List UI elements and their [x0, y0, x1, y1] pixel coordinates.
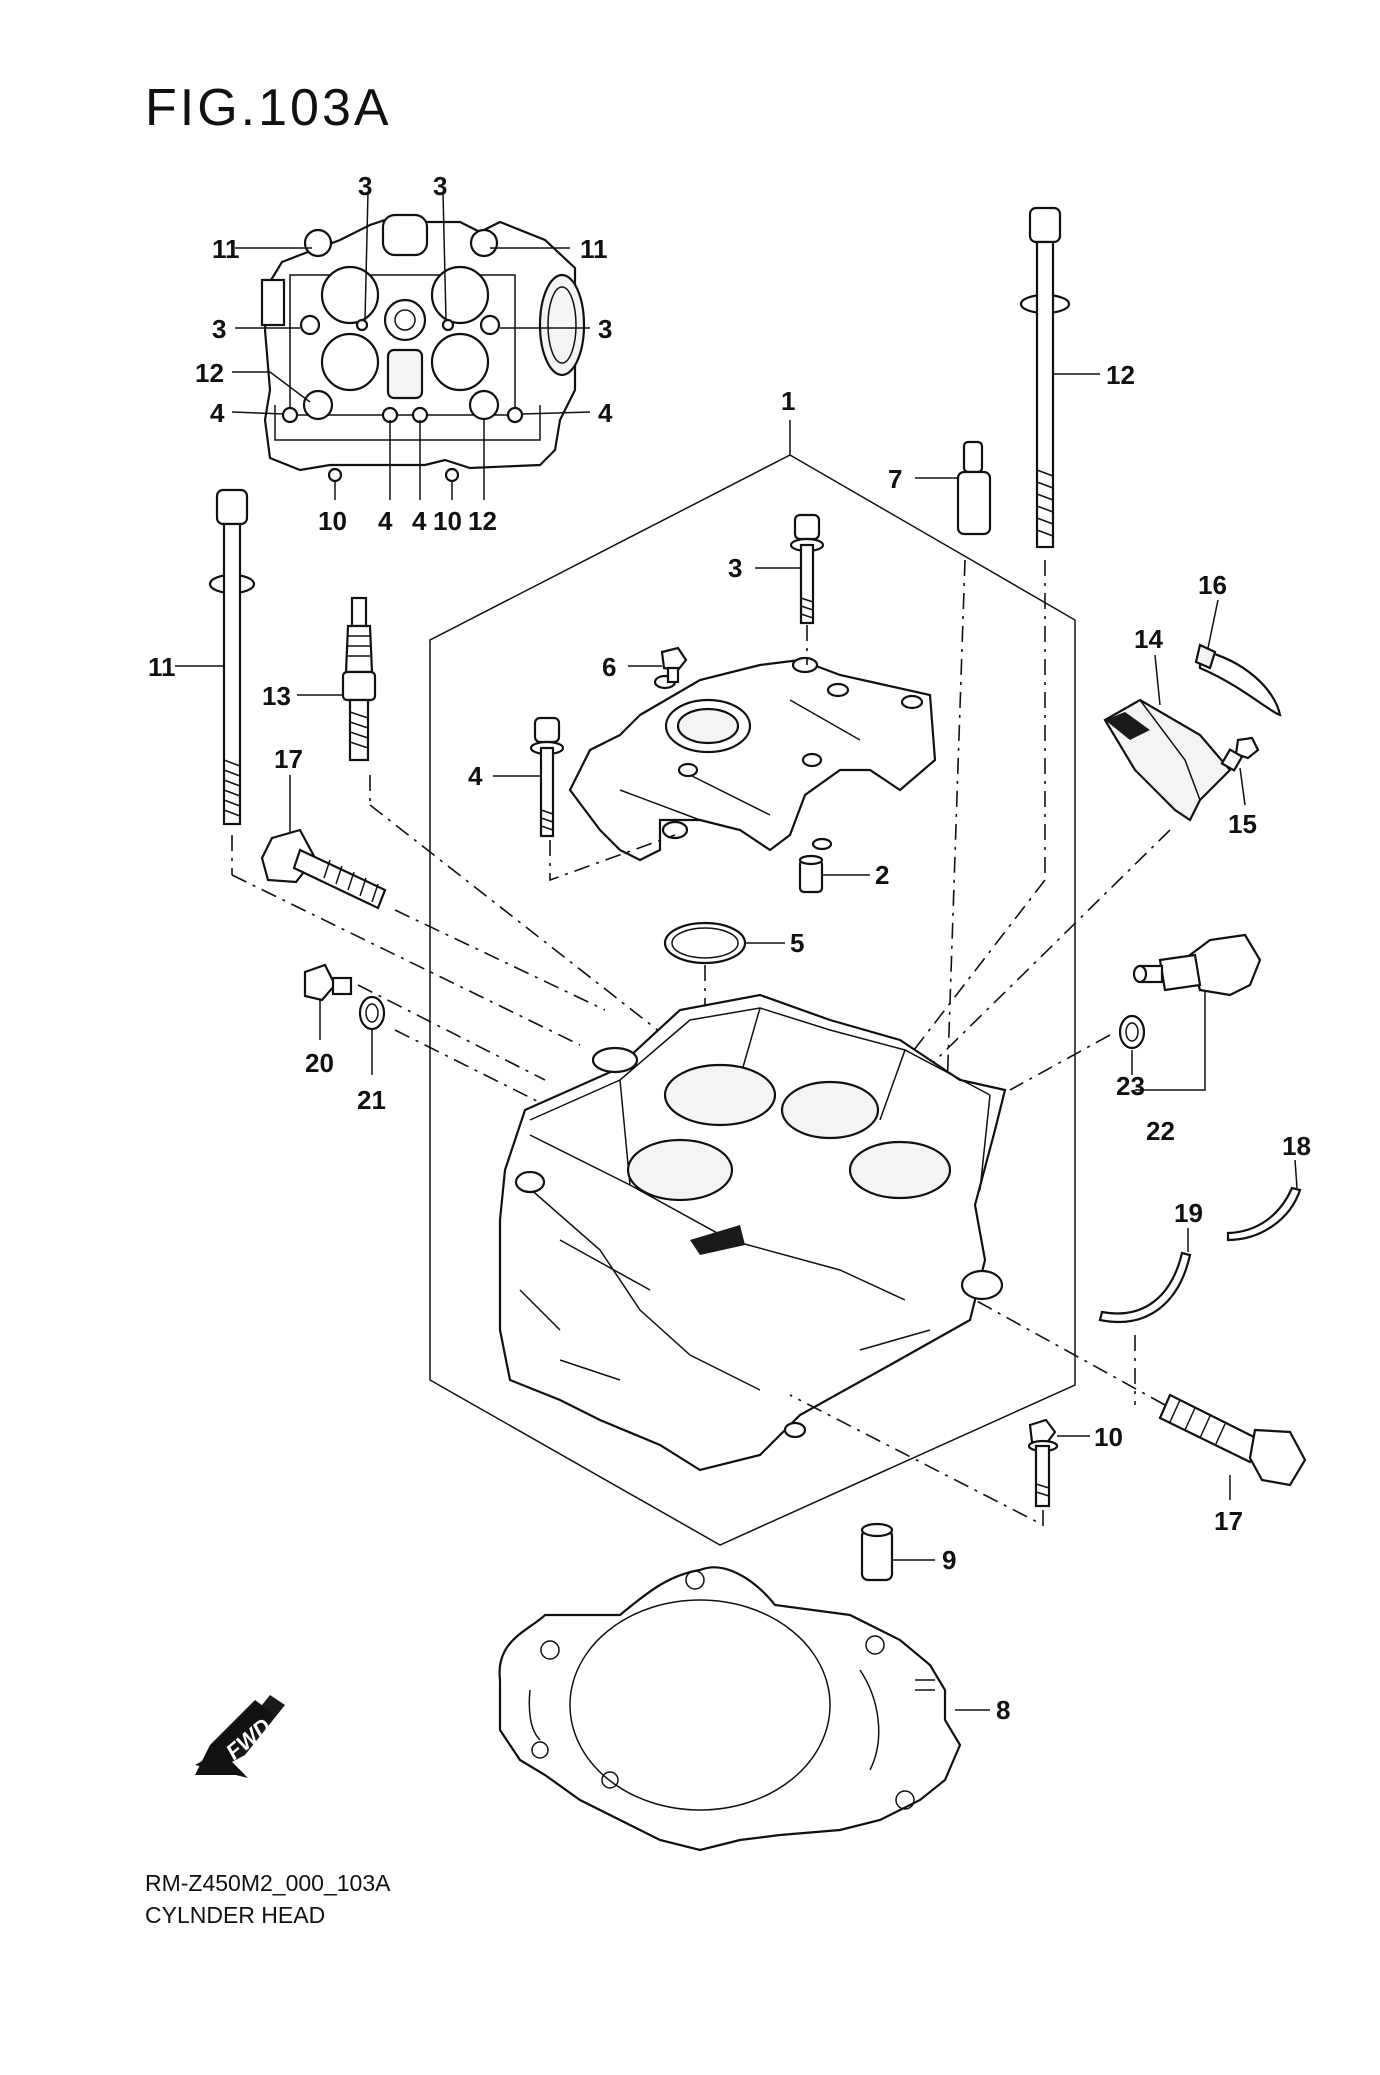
fwd-arrow: FWD: [195, 1695, 285, 1778]
bolt-17-bottom: [1158, 1393, 1307, 1500]
diagram-name: CYLNDER HEAD: [145, 1902, 326, 1928]
inset-callout-4-right: 4: [598, 398, 613, 428]
callout-22: 22: [1146, 1116, 1175, 1146]
spark-plug-13: [297, 596, 377, 762]
bolt-15: [1220, 736, 1260, 806]
cylinder-head-top-view-inset: 11 11 3 3 3 3 12 4 4 10 4 4 10 12: [195, 171, 613, 536]
callout-4: 4: [468, 761, 483, 791]
callout-20: 20: [305, 1048, 334, 1078]
callout-13: 13: [262, 681, 291, 711]
callout-12: 12: [1106, 360, 1135, 390]
bolt-17-top: [260, 775, 387, 910]
sensor-22: [1132, 933, 1262, 1091]
callout-23: 23: [1116, 1071, 1145, 1101]
inset-callout-10-bottom-a: 10: [318, 506, 347, 536]
bolt-12: [1019, 206, 1100, 549]
callout-16: 16: [1198, 570, 1227, 600]
inset-callout-3-top-right: 3: [433, 171, 447, 201]
callout-7: 7: [888, 464, 902, 494]
inset-callout-4-bottom-b: 4: [412, 506, 427, 536]
inset-callout-12-left: 12: [195, 358, 224, 388]
callout-2: 2: [875, 860, 889, 890]
callout-17-bottom: 17: [1214, 1506, 1243, 1536]
callout-3: 3: [728, 553, 742, 583]
inset-callout-12-bottom: 12: [468, 506, 497, 536]
figure-title: FIG.103A: [145, 79, 392, 137]
o-ring-23: [1118, 1014, 1146, 1075]
o-ring-5: [663, 921, 785, 965]
intake-pipe-14: [1103, 654, 1232, 822]
inset-callout-3-top-left: 3: [358, 171, 372, 201]
callout-15: 15: [1228, 809, 1257, 839]
callout-6: 6: [602, 652, 616, 682]
callout-14: 14: [1134, 624, 1163, 654]
bolt-11: [175, 488, 256, 826]
dowel-pin-2: [798, 854, 870, 894]
diagram-code: RM-Z450M2_000_103A: [145, 1870, 391, 1896]
bolt-3: [755, 513, 825, 625]
camshaft-holder: [568, 656, 937, 862]
inset-callout-11-left: 11: [212, 234, 240, 264]
inset-callout-3-left: 3: [212, 314, 226, 344]
callout-8: 8: [996, 1695, 1010, 1725]
callout-5: 5: [790, 928, 804, 958]
callout-21: 21: [357, 1085, 386, 1115]
inset-callout-4-bottom-a: 4: [378, 506, 393, 536]
callout-1: 1: [781, 386, 795, 416]
callout-18: 18: [1282, 1131, 1311, 1161]
inset-callout-3-right: 3: [598, 314, 612, 344]
clamp-16: [1194, 599, 1282, 717]
inset-callout-10-bottom-b: 10: [433, 506, 462, 536]
callout-10: 10: [1094, 1422, 1123, 1452]
bolt-20: [303, 963, 353, 1040]
cylinder-head: [498, 993, 1007, 1472]
bolt-4: [493, 716, 565, 838]
callout-9: 9: [942, 1545, 956, 1575]
callout-19: 19: [1174, 1198, 1203, 1228]
clip-19: [1098, 1228, 1192, 1323]
callout-17-top: 17: [274, 744, 303, 774]
guide-7: [915, 440, 992, 536]
callout-11: 11: [148, 652, 176, 682]
inset-callout-4-left: 4: [210, 398, 225, 428]
washer-21: [358, 995, 386, 1075]
inset-callout-11-right: 11: [580, 234, 608, 264]
bolt-10-lower: [1027, 1418, 1090, 1508]
dowel-9: [860, 1522, 935, 1582]
bolt-6: [628, 646, 688, 684]
assembly-boundary: [429, 454, 1076, 1546]
clip-18: [1226, 1159, 1302, 1242]
head-gasket-8: [498, 1566, 990, 1852]
